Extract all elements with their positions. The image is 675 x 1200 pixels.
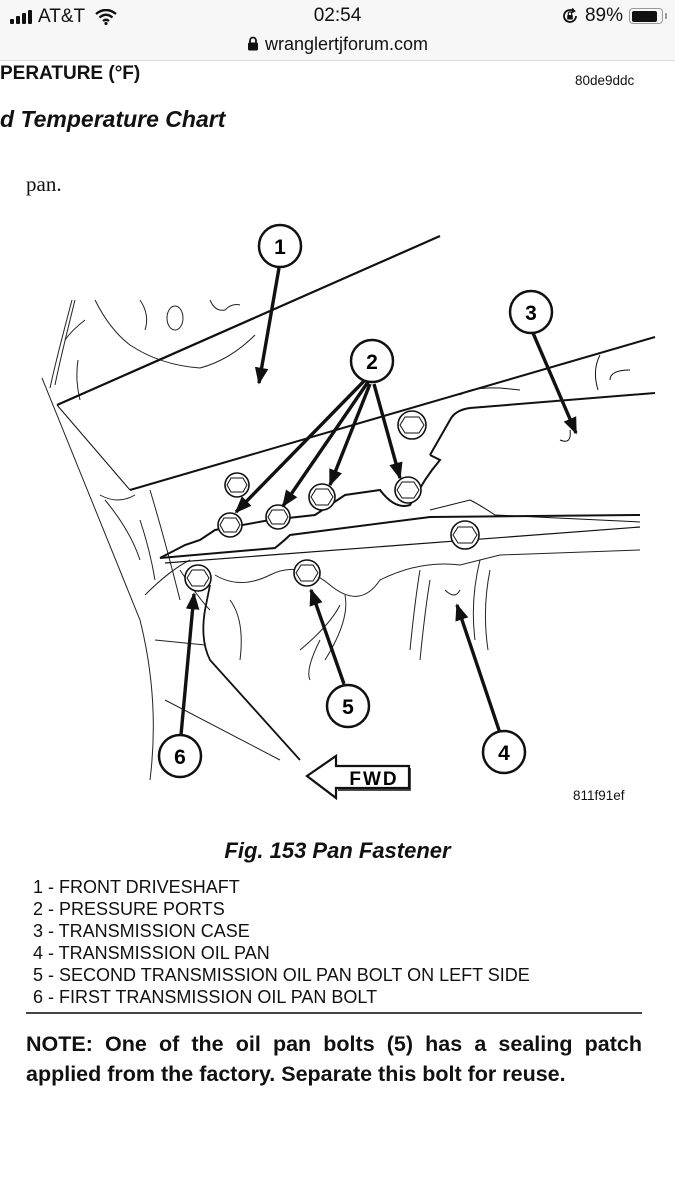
orientation-lock-icon <box>563 7 577 23</box>
bolt-pressure-port-c <box>308 483 336 511</box>
bolt-pressure-port-b <box>265 504 291 530</box>
leader-arrows <box>179 267 578 736</box>
fwd-arrow-icon: FWD <box>305 753 411 801</box>
figure-image-id: 811f91ef <box>573 788 625 803</box>
svg-text:6: 6 <box>174 746 186 769</box>
figure-legend: 1 - FRONT DRIVESHAFT 2 - PRESSURE PORTS … <box>33 876 530 1008</box>
callout-6: 6 <box>157 733 203 779</box>
section-title: d Temperature Chart <box>0 106 226 132</box>
signal-icon <box>10 10 32 24</box>
carrier-label: AT&T <box>38 6 86 27</box>
bolt-pan-5 <box>293 559 321 587</box>
bolts <box>184 410 480 592</box>
bolt-pressure-port-a <box>217 512 243 538</box>
legend-item: 3 - TRANSMISSION CASE <box>33 921 250 941</box>
legend-divider <box>26 1012 642 1014</box>
svg-text:5: 5 <box>342 696 354 719</box>
svg-text:2: 2 <box>366 351 378 374</box>
callout-4: 4 <box>481 729 527 775</box>
status-bar: AT&T 02:54 89% <box>0 0 675 34</box>
callout-1: 1 <box>257 223 303 269</box>
wifi-icon <box>95 9 117 25</box>
right-status-group: 89% <box>561 5 667 27</box>
pan-fastener-diagram: 1 2 3 4 5 6 FWD 811f91ef <box>41 223 656 803</box>
legend-item: 4 - TRANSMISSION OIL PAN <box>33 943 270 963</box>
table-header-fragment: PERATURE (°F) <box>0 63 141 84</box>
legend-item: 1 - FRONT DRIVESHAFT <box>33 877 240 897</box>
transmission-case <box>429 354 656 456</box>
bolt-pan-6 <box>184 564 212 592</box>
callouts: 1 2 3 4 5 6 <box>157 223 554 779</box>
header-image-id: 80de9ddc <box>575 73 635 88</box>
battery-percent: 89% <box>584 5 623 26</box>
callout-2: 2 <box>349 338 395 384</box>
fwd-label: FWD <box>349 769 398 790</box>
driveshaft <box>56 234 656 491</box>
carrier-group: AT&T <box>10 6 117 28</box>
url-text: wranglertjforum.com <box>264 34 429 54</box>
clock: 02:54 <box>313 5 362 26</box>
callout-3: 3 <box>508 289 554 335</box>
callout-5: 5 <box>325 683 371 729</box>
svg-text:4: 4 <box>498 742 510 765</box>
body-text-fragment: pan. <box>26 172 62 196</box>
bolt-pan-right <box>450 520 480 550</box>
battery-icon <box>629 8 667 24</box>
legend-item: 2 - PRESSURE PORTS <box>33 899 225 919</box>
oil-pan <box>179 549 641 761</box>
bolt-upper-right <box>397 410 427 440</box>
address-bar[interactable]: wranglertjforum.com <box>0 34 675 61</box>
legend-item: 6 - FIRST TRANSMISSION OIL PAN BOLT <box>33 987 378 1007</box>
figure-caption: Fig. 153 Pan Fastener <box>224 838 451 863</box>
bolt-upper-left <box>224 472 250 498</box>
lock-icon <box>247 36 258 51</box>
engine-outline <box>41 299 281 781</box>
bolt-pressure-port-d <box>394 476 422 504</box>
legend-item: 5 - SECOND TRANSMISSION OIL PAN BOLT ON … <box>33 965 530 985</box>
svg-text:1: 1 <box>274 236 286 259</box>
port-plate <box>159 454 641 564</box>
svg-text:3: 3 <box>525 302 537 325</box>
note-paragraph: NOTE: One of the oil pan bolts (5) has a… <box>26 1032 642 1086</box>
